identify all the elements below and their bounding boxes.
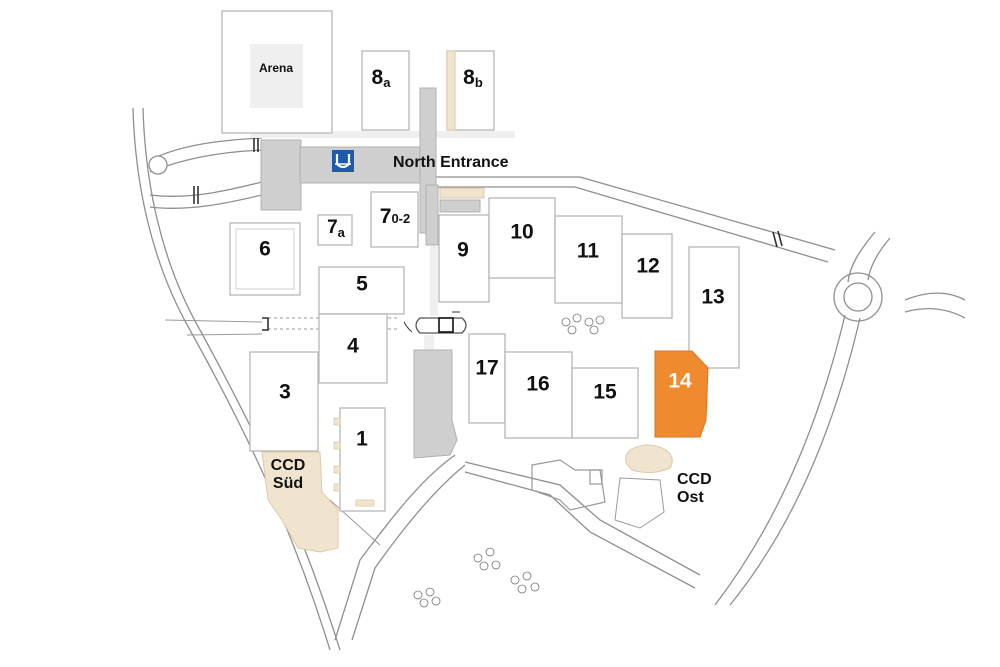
pavilion-outline	[531, 459, 606, 511]
arena-label: Arena	[259, 61, 293, 75]
hall-5-label: 5	[356, 273, 368, 296]
roundabout-icon	[148, 155, 883, 322]
hall-14[interactable]	[654, 350, 709, 438]
ccd-ost-building[interactable]	[625, 444, 673, 474]
hall-13-label: 13	[701, 286, 724, 309]
u-bahn-icon	[332, 150, 354, 172]
hall-11-label: 11	[577, 240, 600, 263]
hall-3[interactable]	[249, 351, 319, 452]
road-network	[132, 107, 966, 651]
hall-4-label: 4	[347, 335, 359, 358]
hall-7[interactable]	[370, 191, 419, 248]
tree-icon	[413, 313, 605, 608]
north-entrance-label: North Entrance	[393, 154, 509, 171]
north-entrance-complex	[250, 87, 515, 316]
parking-icon	[403, 311, 467, 334]
hall-14-label: 14	[668, 370, 692, 393]
hall-7a-label: 7a	[327, 217, 346, 240]
hall-11[interactable]	[554, 215, 623, 304]
hall-4[interactable]	[318, 313, 388, 384]
hall-12-label: 12	[636, 255, 659, 278]
hall-5[interactable]	[318, 266, 405, 315]
hall-8b-label: 8b	[463, 66, 483, 90]
hall-10-label: 10	[510, 221, 533, 244]
hall-6-label: 6	[259, 238, 271, 261]
hall-3-label: 3	[279, 381, 291, 404]
hall-8a[interactable]	[361, 50, 410, 131]
hall-1[interactable]	[339, 407, 386, 512]
hall-9-label: 9	[457, 239, 469, 262]
hall-15-label: 15	[593, 381, 617, 404]
gate-markers	[193, 134, 783, 331]
hall-7-label: 70-2	[380, 205, 410, 228]
hall-17-label: 17	[475, 357, 498, 380]
ccd-ost-label-line1: CCD	[677, 471, 712, 488]
hall-9[interactable]	[438, 214, 490, 303]
parking-garage[interactable]	[413, 349, 458, 459]
hall-1-label: 1	[356, 428, 368, 451]
hall-1-annex	[333, 417, 375, 507]
ccd-sued-building[interactable]	[261, 451, 339, 553]
hall-16[interactable]	[504, 351, 573, 439]
hall-8a-label: 8a	[372, 66, 392, 90]
hall-16-label: 16	[526, 373, 549, 396]
ccd-sued-label-line2: Süd	[273, 475, 303, 492]
hall-15[interactable]	[571, 367, 639, 439]
hall-12[interactable]	[621, 233, 673, 319]
hall-10[interactable]	[488, 197, 556, 279]
ccd-sued-label-line1: CCD	[271, 457, 306, 474]
hall-7a[interactable]	[317, 214, 353, 246]
hall-6[interactable]	[229, 222, 301, 296]
hall-13[interactable]	[688, 246, 740, 369]
ccd-ost-label-line2: Ost	[677, 489, 704, 506]
